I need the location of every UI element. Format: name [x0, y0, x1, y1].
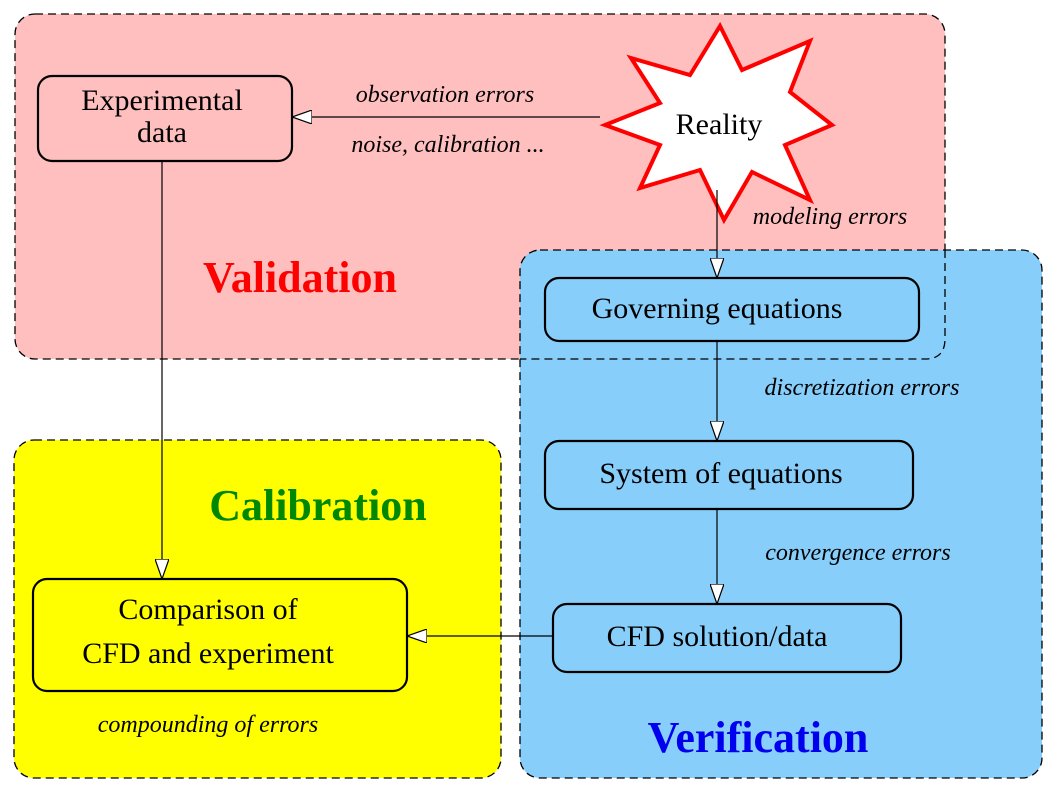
experimental-data-label-line1: Experimental	[81, 84, 243, 117]
validation-title: Validation	[203, 253, 397, 302]
cfd-solution-label: CFD solution/data	[607, 620, 828, 653]
experimental-data-label-line2: data	[137, 116, 187, 149]
noise-calibration-label: noise, calibration ...	[351, 132, 544, 158]
governing-equations-label: Governing equations	[592, 292, 843, 325]
calibration-title: Calibration	[209, 481, 427, 530]
system-of-equations-label: System of equations	[599, 457, 842, 490]
observation-errors-label: observation errors	[356, 82, 534, 108]
cfd-solution-box	[551, 602, 903, 674]
system-of-equations-box	[543, 439, 915, 511]
calibration-region	[13, 439, 502, 779]
convergence-errors-label: convergence errors	[765, 540, 950, 566]
compounding-errors-label: compounding of errors	[98, 712, 318, 738]
governing-equations-box	[543, 276, 921, 343]
validation-region-overlap-outline	[520, 250, 946, 360]
comparison-label-line1: Comparison of	[118, 593, 297, 626]
modeling-errors-label: modeling errors	[753, 204, 907, 230]
reality-label: Reality	[676, 108, 763, 141]
comparison-label-line2: CFD and experiment	[82, 637, 334, 670]
starburst-icon	[599, 21, 836, 225]
verification-title: Verification	[648, 713, 869, 762]
discretization-errors-label: discretization errors	[765, 375, 960, 401]
verification-region	[519, 249, 1043, 779]
